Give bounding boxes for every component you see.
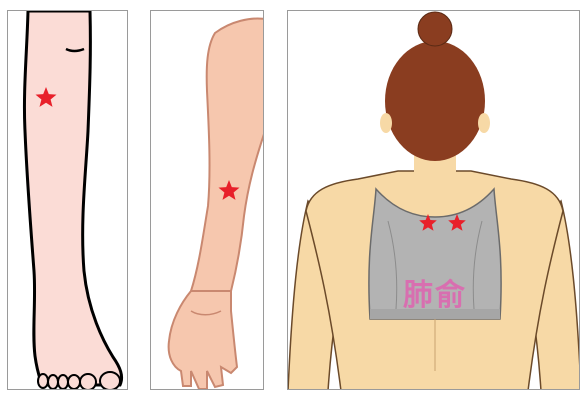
- arm-illustration: [151, 11, 264, 390]
- back-illustration: 肺俞: [288, 11, 580, 390]
- right-ear: [478, 113, 490, 133]
- arm-illustration-panel: [150, 10, 264, 390]
- hair-bun: [418, 12, 452, 46]
- arm-shape: [191, 19, 264, 291]
- back-illustration-panel: 肺俞: [287, 10, 580, 390]
- hand-shape: [169, 291, 237, 389]
- leg-shape: [24, 11, 121, 385]
- hair: [385, 41, 485, 161]
- leg-illustration: [8, 11, 128, 390]
- leg-illustration-panel: [7, 10, 128, 390]
- left-ear: [380, 113, 392, 133]
- acupoint-label: 肺俞: [403, 278, 467, 313]
